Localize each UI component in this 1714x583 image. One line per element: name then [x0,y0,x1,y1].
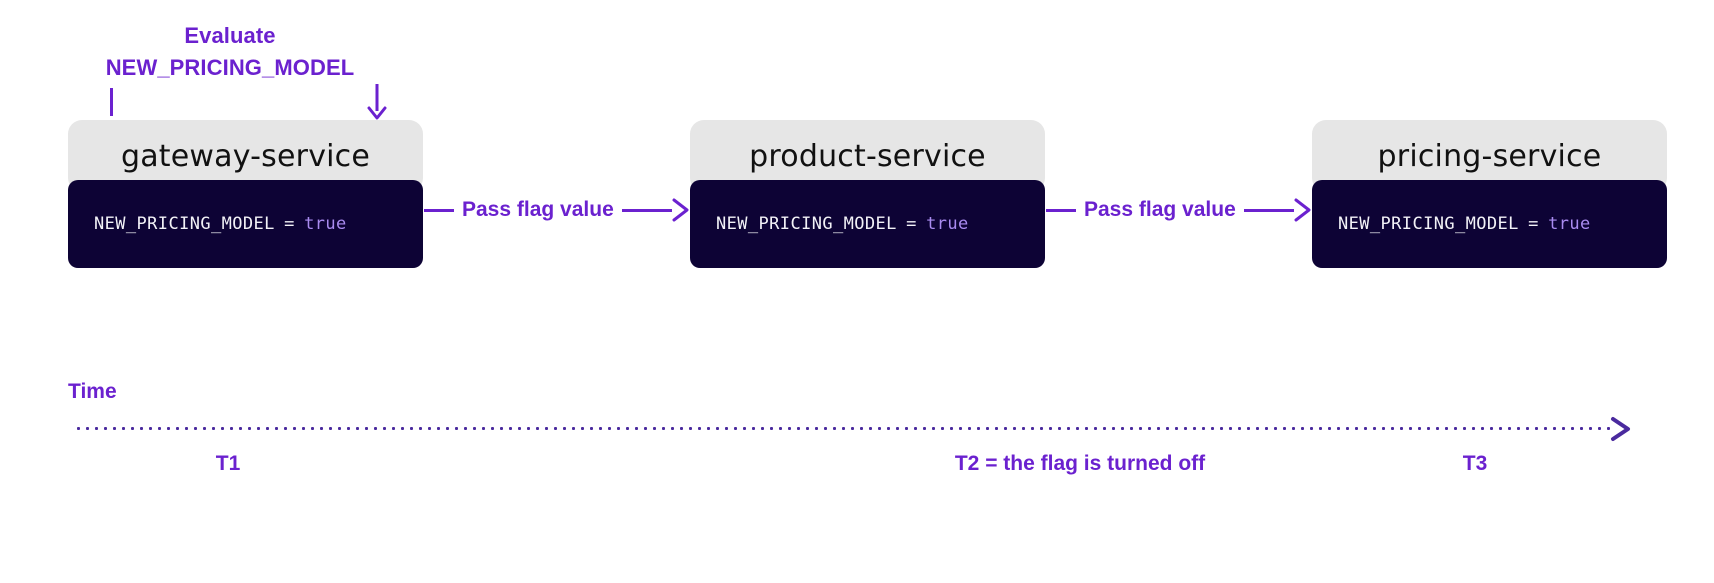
timeline-arrow-right-icon [1611,417,1630,441]
flag-equals: = [1528,214,1539,234]
timeline-tick-t2: T2 = the flag is turned off [954,452,1206,475]
flag-equals: = [284,214,295,234]
timeline-tick-t3: T3 [1462,452,1488,475]
flag-value: true [926,214,969,234]
evaluate-annotation-line2: NEW_PRICING_MODEL [105,54,355,80]
flag-key: NEW_PRICING_MODEL [1338,214,1519,234]
arrow-right-icon [672,198,689,222]
service-flag-code: NEW_PRICING_MODEL = true [690,180,1045,268]
flag-equals: = [906,214,917,234]
connector-trail-line [1243,208,1294,212]
flag-value: true [304,214,347,234]
timeline-tick-t1: T1 [215,452,241,475]
service-card-product-service: product-service NEW_PRICING_MODEL = true [690,120,1045,268]
flag-value: true [1548,214,1591,234]
flag-key: NEW_PRICING_MODEL [716,214,897,234]
connector-lead-line [1046,208,1076,212]
evaluate-annotation-stem [110,88,113,116]
service-flag-code: NEW_PRICING_MODEL = true [68,180,423,268]
connector-trail-line [621,208,672,212]
service-card-gateway-service: gateway-service NEW_PRICING_MODEL = true [68,120,423,268]
evaluate-annotation: Evaluate NEW_PRICING_MODEL [80,20,380,84]
flag-key: NEW_PRICING_MODEL [94,214,275,234]
timeline-axis [74,426,1614,431]
evaluate-annotation-line1: Evaluate [184,23,276,48]
connector-gateway-to-product: Pass flag value [424,190,690,230]
connector-label: Pass flag value [462,198,614,221]
arrow-right-icon [1294,198,1311,222]
connector-lead-line [424,208,454,212]
connector-product-to-pricing: Pass flag value [1046,190,1312,230]
timeline-axis-label: Time [68,380,117,403]
service-flag-code: NEW_PRICING_MODEL = true [1312,180,1667,268]
connector-label: Pass flag value [1084,198,1236,221]
evaluate-down-arrow-icon [367,84,387,120]
service-card-pricing-service: pricing-service NEW_PRICING_MODEL = true [1312,120,1667,268]
